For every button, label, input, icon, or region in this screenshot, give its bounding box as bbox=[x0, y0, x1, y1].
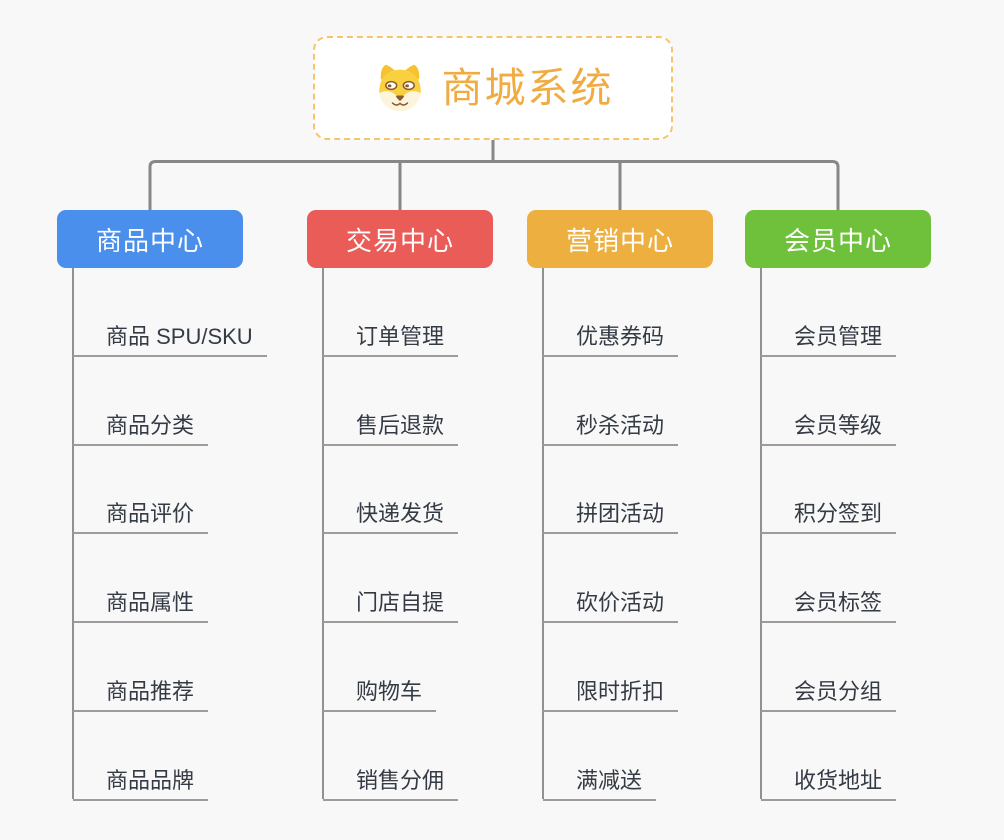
branch-marketing-center: 营销中心 优惠券码 秒杀活动 拼团活动 砍价活动 限时折扣 满减送 bbox=[527, 210, 713, 801]
leaf-label: 商品推荐 bbox=[73, 680, 209, 712]
leaf-label: 商品属性 bbox=[73, 592, 209, 624]
leaf-list: 优惠券码 秒杀活动 拼团活动 砍价活动 限时折扣 满减送 bbox=[543, 268, 713, 801]
branch-label: 会员中心 bbox=[783, 225, 892, 256]
leaf-node[interactable]: 砍价活动 bbox=[543, 534, 713, 624]
branch-trade-center: 交易中心 订单管理 售后退款 快递发货 门店自提 购物车 销售分佣 bbox=[307, 210, 493, 801]
leaf-label: 限时折扣 bbox=[543, 680, 679, 712]
leaf-node[interactable]: 优惠券码 bbox=[543, 268, 713, 357]
leaf-label: 购物车 bbox=[323, 680, 437, 712]
leaf-node[interactable]: 商品推荐 bbox=[73, 623, 267, 712]
branch-label: 交易中心 bbox=[345, 225, 454, 256]
branch-node-product-center[interactable]: 商品中心 bbox=[57, 210, 243, 268]
leaf-node[interactable]: 快递发货 bbox=[323, 446, 493, 535]
leaf-node[interactable]: 收货地址 bbox=[761, 712, 931, 801]
leaf-node[interactable]: 会员等级 bbox=[761, 357, 931, 446]
branch-node-trade-center[interactable]: 交易中心 bbox=[307, 210, 493, 268]
leaf-node[interactable]: 会员标签 bbox=[761, 534, 931, 624]
leaf-label: 积分签到 bbox=[761, 503, 897, 535]
leaf-node[interactable]: 商品分类 bbox=[73, 357, 267, 446]
branch-member-center: 会员中心 会员管理 会员等级 积分签到 会员标签 会员分组 收货地址 bbox=[745, 210, 931, 801]
leaf-label: 会员管理 bbox=[761, 325, 897, 357]
leaf-node[interactable]: 拼团活动 bbox=[543, 446, 713, 535]
leaf-label: 商品分类 bbox=[73, 414, 209, 446]
leaf-label: 收货地址 bbox=[761, 769, 897, 801]
leaf-list: 订单管理 售后退款 快递发货 门店自提 购物车 销售分佣 bbox=[323, 268, 493, 801]
leaf-node[interactable]: 售后退款 bbox=[323, 357, 493, 446]
leaf-node[interactable]: 会员分组 bbox=[761, 623, 931, 712]
leaf-node[interactable]: 销售分佣 bbox=[323, 712, 493, 801]
leaf-label: 会员标签 bbox=[761, 592, 897, 624]
leaf-list: 会员管理 会员等级 积分签到 会员标签 会员分组 收货地址 bbox=[761, 268, 931, 801]
branch-label: 营销中心 bbox=[565, 225, 674, 256]
leaf-label: 快递发货 bbox=[323, 503, 459, 535]
leaf-node[interactable]: 会员管理 bbox=[761, 268, 931, 357]
leaf-label: 砍价活动 bbox=[543, 592, 679, 624]
leaf-node[interactable]: 购物车 bbox=[323, 623, 493, 712]
leaf-node[interactable]: 商品品牌 bbox=[73, 712, 267, 801]
leaf-node[interactable]: 商品属性 bbox=[73, 534, 267, 624]
leaf-label: 订单管理 bbox=[323, 325, 459, 357]
leaf-node[interactable]: 限时折扣 bbox=[543, 623, 713, 712]
leaf-label: 售后退款 bbox=[323, 414, 459, 446]
shiba-dog-icon bbox=[373, 63, 427, 113]
leaf-list: 商品 SPU/SKU 商品分类 商品评价 商品属性 商品推荐 商品品牌 bbox=[73, 268, 267, 801]
root-title: 商城系统 bbox=[441, 64, 614, 111]
leaf-label: 会员分组 bbox=[761, 680, 897, 712]
branch-product-center: 商品中心 商品 SPU/SKU 商品分类 商品评价 商品属性 商品推荐 商品品牌 bbox=[57, 210, 267, 801]
leaf-label: 秒杀活动 bbox=[543, 414, 679, 446]
root-node-mall-system[interactable]: 商城系统 bbox=[313, 36, 673, 140]
branch-node-member-center[interactable]: 会员中心 bbox=[745, 210, 931, 268]
leaf-label: 拼团活动 bbox=[543, 503, 679, 535]
leaf-node[interactable]: 商品评价 bbox=[73, 446, 267, 535]
leaf-node[interactable]: 门店自提 bbox=[323, 534, 493, 624]
leaf-label: 商品评价 bbox=[73, 503, 209, 535]
leaf-label: 销售分佣 bbox=[323, 769, 459, 801]
leaf-node[interactable]: 商品 SPU/SKU bbox=[73, 268, 267, 357]
leaf-node[interactable]: 满减送 bbox=[543, 712, 713, 801]
branch-label: 商品中心 bbox=[95, 225, 204, 256]
leaf-label: 商品品牌 bbox=[73, 769, 209, 801]
leaf-label: 商品 SPU/SKU bbox=[73, 325, 267, 357]
leaf-node[interactable]: 订单管理 bbox=[323, 268, 493, 357]
leaf-node[interactable]: 秒杀活动 bbox=[543, 357, 713, 446]
leaf-label: 会员等级 bbox=[761, 414, 897, 446]
branch-node-marketing-center[interactable]: 营销中心 bbox=[527, 210, 713, 268]
leaf-label: 门店自提 bbox=[323, 592, 459, 624]
leaf-label: 优惠券码 bbox=[543, 325, 679, 357]
leaf-node[interactable]: 积分签到 bbox=[761, 446, 931, 535]
leaf-label: 满减送 bbox=[543, 769, 657, 801]
